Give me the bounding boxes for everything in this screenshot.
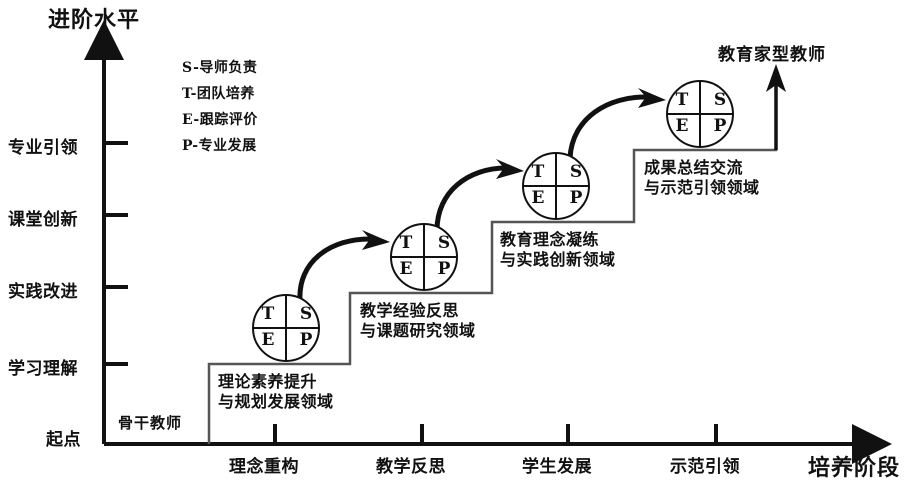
y-tick-label-4: 学习理解 [8,359,78,379]
transition-arrows [297,88,666,303]
x-tick-label-3: 学生发展 [522,457,592,477]
goal-label: 教育家型教师 [718,45,826,65]
goal-arrow [766,64,786,150]
legend-block: S-导师负责 T-团队培养 E-跟踪评价 P-专业发展 [182,57,258,155]
x-tick-label-1: 理念重构 [229,457,299,477]
step-caption-2: 教学经验反思 与课题研究领域 [360,301,476,341]
x-axis [104,424,892,464]
node-4-letter-t: T [675,90,689,110]
legend-item-s: S-导师负责 [182,60,258,76]
node-4-letter-e: E [675,116,689,136]
x-tick-label-4: 示范引领 [670,457,740,477]
staircase-path [207,98,778,444]
y-axis-ticks [104,141,128,366]
node-3-letter-p: P [569,188,583,208]
legend-item-t: T-团队培养 [182,86,255,102]
step-caption-4-line2: 与示范引领领域 [644,178,760,197]
stage-node-1[interactable] [252,294,320,362]
node-3-letter-s: S [569,162,583,182]
step-caption-3-line2: 与实践创新领域 [500,250,616,269]
step-caption-2-line2: 与课题研究领域 [360,321,476,340]
transition-arrow-1 [297,230,390,303]
y-tick-label-1: 专业引领 [8,138,78,158]
step-caption-1-line2: 与规划发展领域 [218,392,334,411]
stage-node-2[interactable] [390,223,458,291]
x-axis-title: 培养阶段 [808,455,901,481]
node-2-letter-t: T [399,233,413,253]
node-1-letter-e: E [261,330,275,350]
node-3-letter-t: T [531,162,545,182]
step-caption-1-line1: 理论素养提升 [218,372,318,391]
node-4-letter-p: P [713,116,727,136]
transition-arrow-3 [567,88,666,161]
step-caption-2-line1: 教学经验反思 [360,301,460,320]
node-1-letter-p: P [299,330,313,350]
stage-node-3[interactable] [522,152,590,220]
step-caption-3-line1: 教育理念凝练 [500,230,600,249]
node-2-letter-s: S [437,233,451,253]
y-axis-title: 进阶水平 [48,7,141,33]
y-axis [84,20,128,444]
node-2-letter-e: E [399,259,413,279]
node-1-letter-s: S [299,304,313,324]
x-tick-label-2: 教学反思 [376,457,446,477]
transition-arrow-2 [434,159,524,233]
origin-label: 起点 [46,430,81,450]
staircase-outline [207,98,778,444]
y-tick-label-2: 课堂创新 [8,210,78,230]
goal-arrow-head [766,64,786,92]
start-label: 骨干教师 [118,414,183,432]
step-caption-4: 成果总结交流 与示范引领领域 [644,158,760,198]
node-3-letter-e: E [531,188,545,208]
step-caption-3: 教育理念凝练 与实践创新领域 [500,230,616,270]
stage-node-4[interactable] [666,80,734,148]
node-2-letter-p: P [437,259,451,279]
legend-item-e: E-跟踪评价 [182,112,258,128]
legend-item-p: P-专业发展 [182,138,257,154]
x-axis-ticks [273,424,718,444]
step-caption-4-line1: 成果总结交流 [644,158,744,177]
y-tick-label-3: 实践改进 [8,282,78,302]
node-1-letter-t: T [261,304,275,324]
step-caption-1: 理论素养提升 与规划发展领域 [218,372,334,412]
node-4-letter-s: S [713,90,727,110]
stage-nodes [252,80,734,362]
